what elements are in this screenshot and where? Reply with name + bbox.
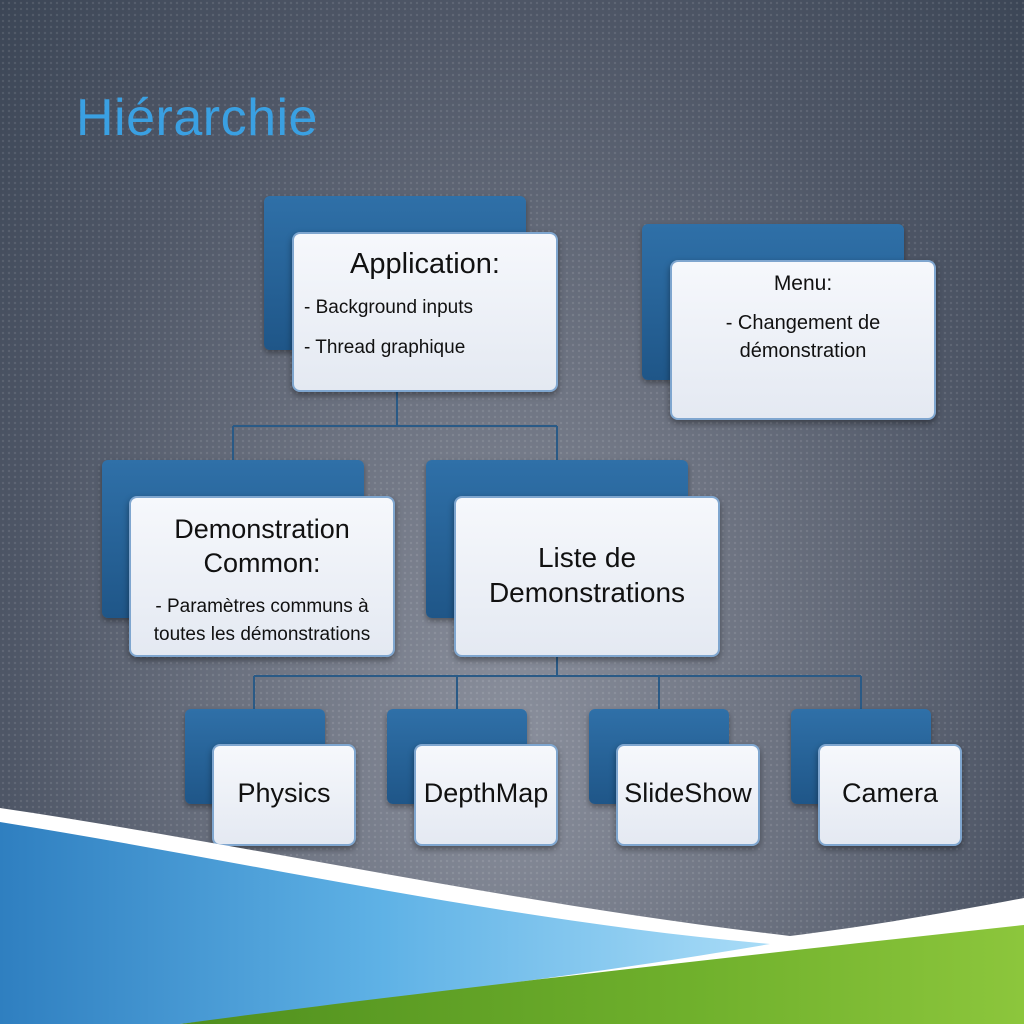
application-item-2: - Thread graphique <box>304 337 466 358</box>
physics-label: Physics <box>237 778 331 808</box>
slideshow-label: SlideShow <box>624 778 752 808</box>
common-item-2: toutes les démonstrations <box>153 624 371 645</box>
common-title-line-1: Demonstration <box>174 514 350 544</box>
menu-title: Menu: <box>773 272 833 295</box>
camera-label: Camera <box>841 778 939 808</box>
common-title-line-2: Common: <box>203 548 321 578</box>
application-item-1: - Background inputs <box>304 297 473 318</box>
wave-blue-band <box>0 822 770 1024</box>
menu-item-1: - Changement de <box>725 312 881 334</box>
liste-title-line-1: Liste de <box>537 542 637 573</box>
slide-title: Hiérarchie <box>76 89 318 147</box>
liste-title-line-2: Demonstrations <box>488 577 686 608</box>
menu-item-2: démonstration <box>739 340 867 362</box>
depthmap-label: DepthMap <box>423 778 549 808</box>
wave-green-band <box>180 925 1024 1024</box>
application-title: Application: <box>350 248 500 280</box>
common-item-1: - Paramètres communs à <box>155 596 369 617</box>
